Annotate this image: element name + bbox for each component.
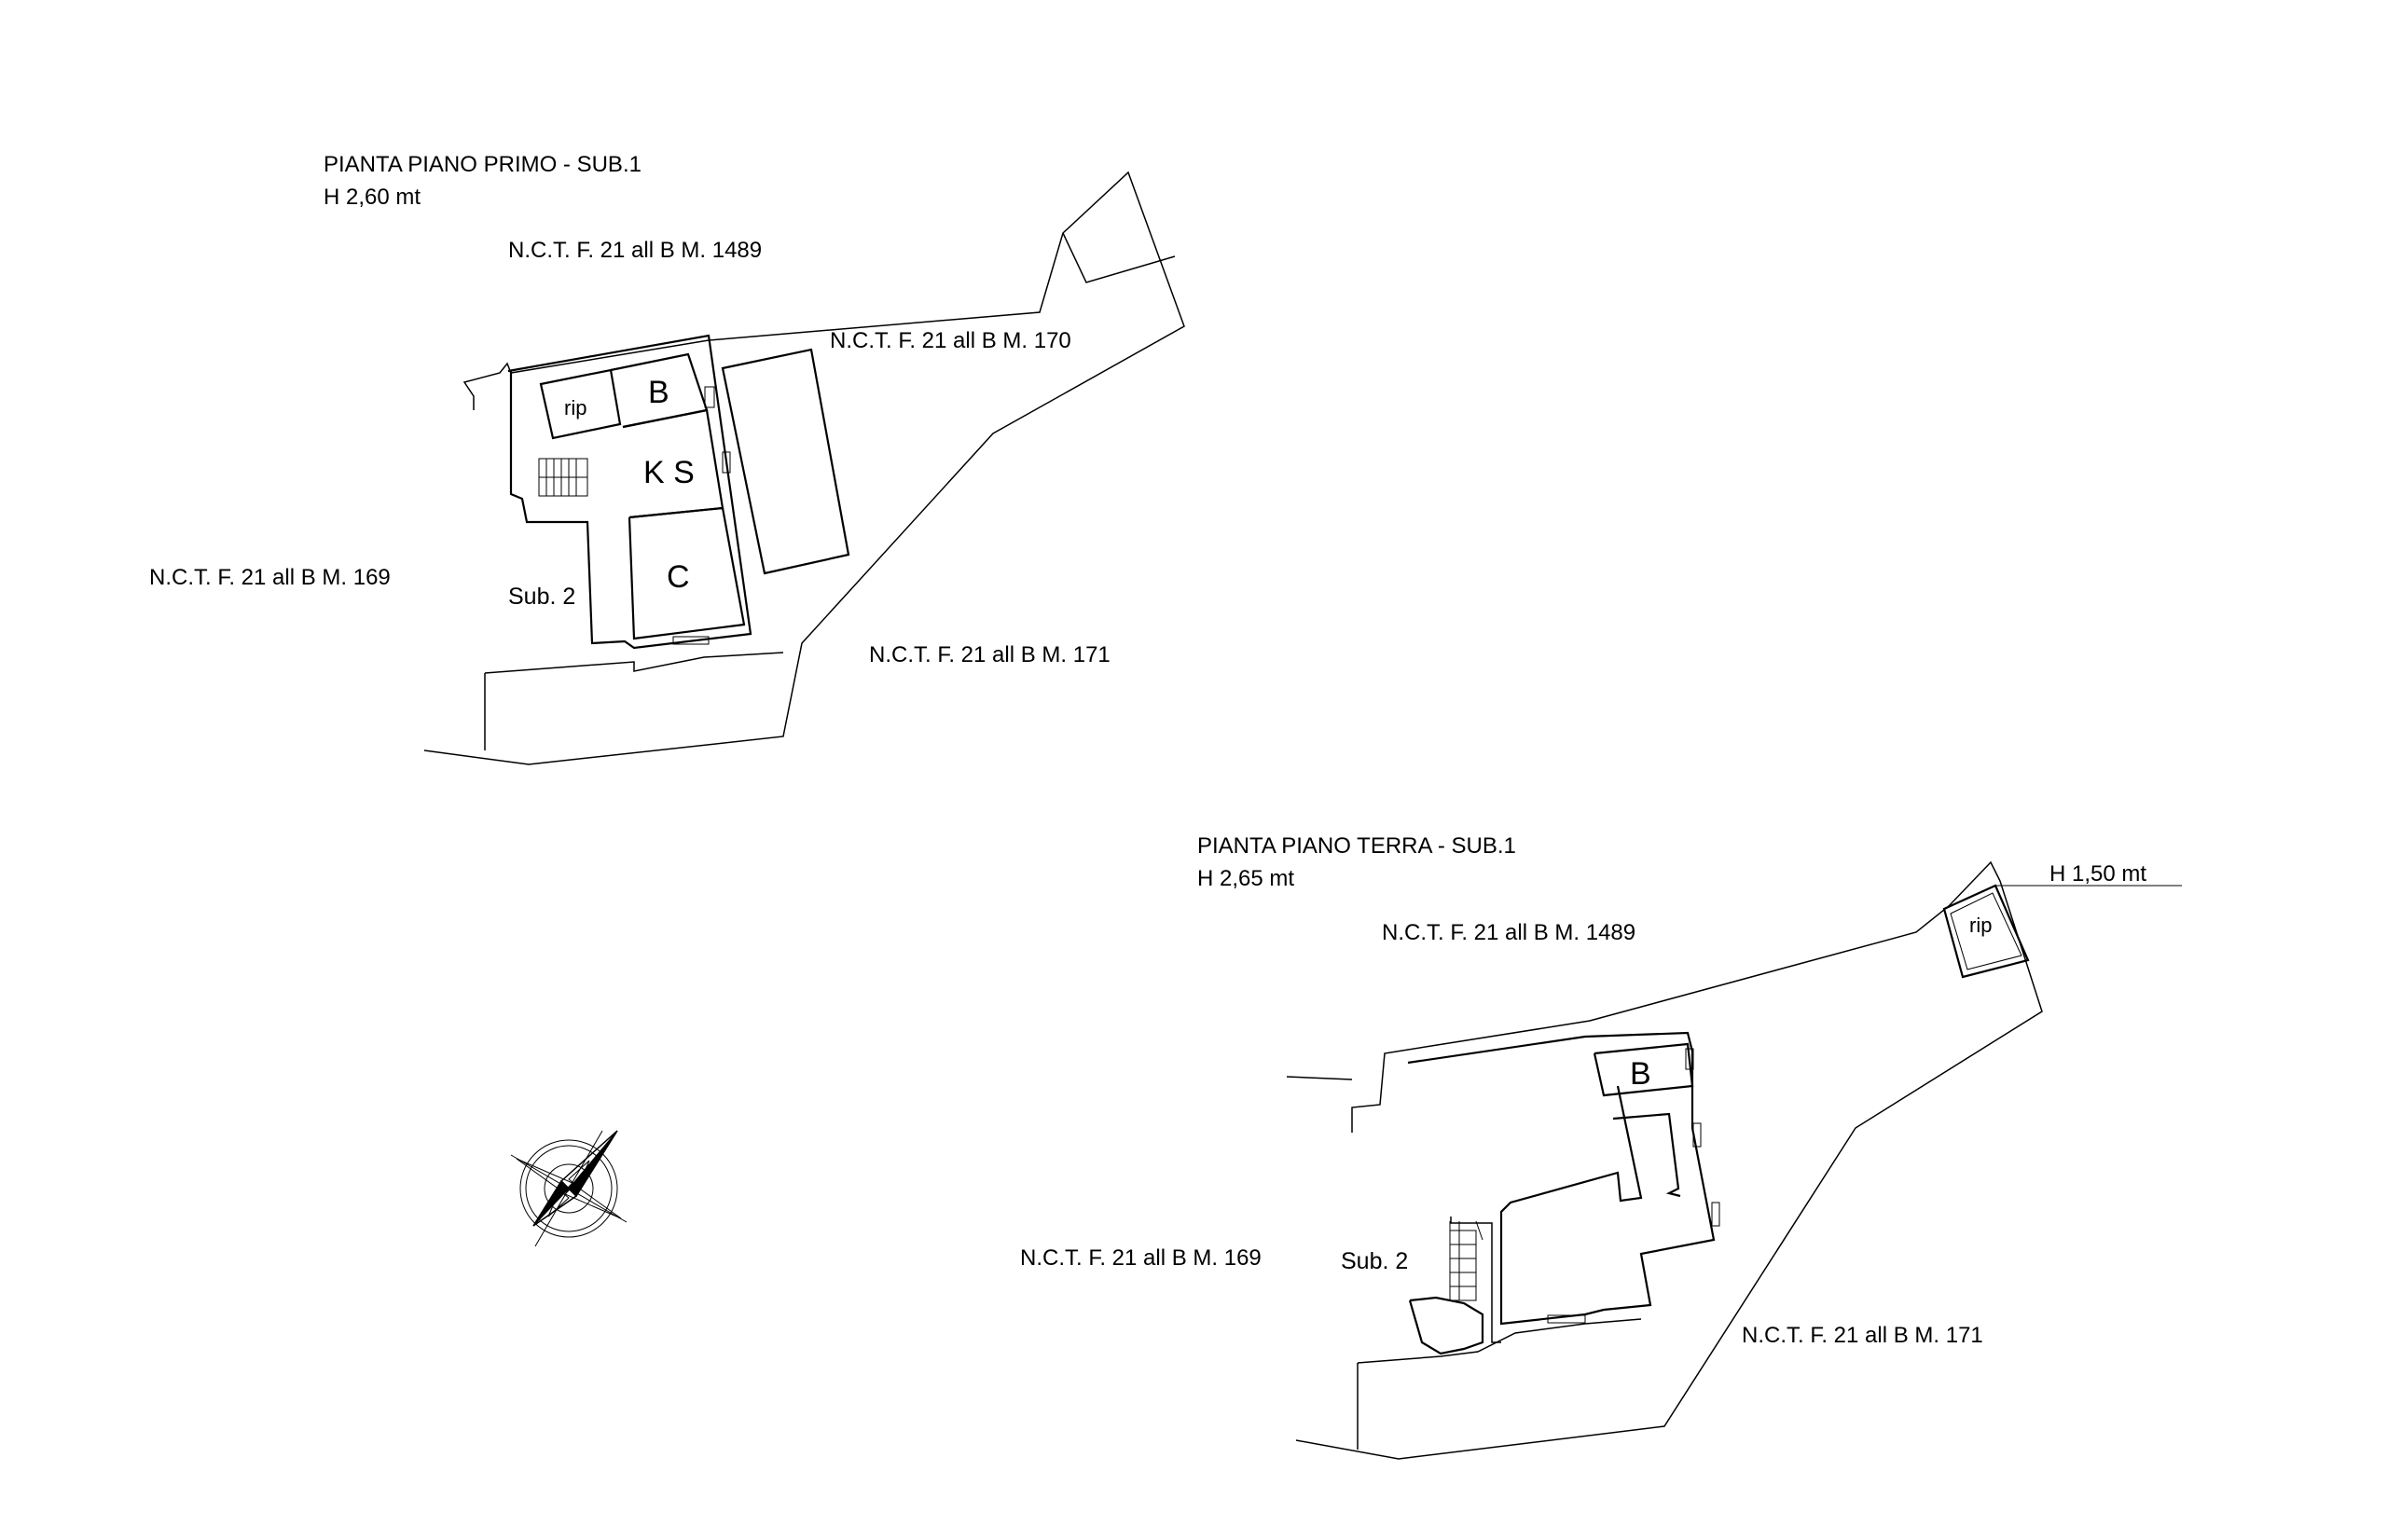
first-floor-parcel-east: N.C.T. F. 21 all B M. 170 <box>830 328 1071 353</box>
ground-floor-lot-left <box>1286 1076 1353 1080</box>
first-floor-building-outline <box>507 334 752 650</box>
ground-floor-parcel-west: N.C.T. F. 21 all B M. 169 <box>1020 1245 1262 1271</box>
ground-floor-sub-label: Sub. 2 <box>1341 1248 1408 1274</box>
first-floor-room-b: B <box>648 375 669 410</box>
ground-floor-room-b <box>1593 1042 1694 1097</box>
first-floor-sub-label: Sub. 2 <box>508 584 575 610</box>
ground-floor-stair <box>1449 1220 1483 1301</box>
ground-floor-annex-height: H 1,50 mt <box>2049 861 2146 887</box>
ground-floor-lot-bottom <box>1357 1318 1642 1364</box>
ground-floor-parcel-south: N.C.T. F. 21 all B M. 171 <box>1742 1323 1983 1348</box>
ground-floor-lot-boundary <box>1295 860 2043 1460</box>
window-marker <box>672 636 710 645</box>
ground-floor-parcel-north: N.C.T. F. 21 all B M. 1489 <box>1382 920 1635 945</box>
adjacent-building-outline <box>721 348 850 575</box>
window-marker <box>722 451 731 474</box>
ground-floor-room-b: B <box>1630 1056 1651 1092</box>
ground-floor-entrance <box>1408 1296 1484 1355</box>
annex-rip-outline <box>1942 884 2030 979</box>
first-floor-parcel-west: N.C.T. F. 21 all B M. 169 <box>149 565 391 590</box>
room-rip-outline <box>539 368 622 440</box>
first-floor-room-ks: K S <box>643 455 695 490</box>
window-marker <box>1692 1122 1702 1148</box>
annex-rip-inner <box>1950 892 2022 970</box>
first-floor-room-c: C <box>667 559 690 595</box>
ground-floor-central-room <box>1612 1112 1681 1198</box>
first-floor-room-rip: rip <box>564 396 586 419</box>
ground-floor-room-rip: rip <box>1969 914 1992 937</box>
ground-floor-building-outline <box>1407 1031 1716 1326</box>
room-c-walls <box>628 506 746 640</box>
window-marker <box>1711 1202 1720 1227</box>
north-arrow-icon <box>510 1130 628 1247</box>
ground-floor-stair-walls <box>1450 1217 1501 1343</box>
window-marker <box>1685 1048 1694 1070</box>
first-floor-parcel-north: N.C.T. F. 21 all B M. 1489 <box>508 238 762 263</box>
first-floor-parcel-south: N.C.T. F. 21 all B M. 171 <box>869 642 1111 667</box>
first-floor-lot-inner-line <box>1062 232 1176 283</box>
window-marker <box>1547 1314 1586 1324</box>
first-floor-height: H 2,60 mt <box>324 185 421 210</box>
first-floor-plan <box>423 171 1185 765</box>
first-floor-title: PIANTA PIANO PRIMO - SUB.1 <box>324 152 642 177</box>
ground-floor-plan <box>1286 860 2182 1460</box>
window-marker <box>704 386 715 408</box>
ground-floor-height: H 2,65 mt <box>1197 866 1294 891</box>
first-floor-lot-boundary <box>423 171 1185 765</box>
first-floor-stair <box>538 458 588 497</box>
ground-floor-title: PIANTA PIANO TERRA - SUB.1 <box>1197 833 1516 859</box>
first-floor-lot-bottom <box>484 652 784 674</box>
